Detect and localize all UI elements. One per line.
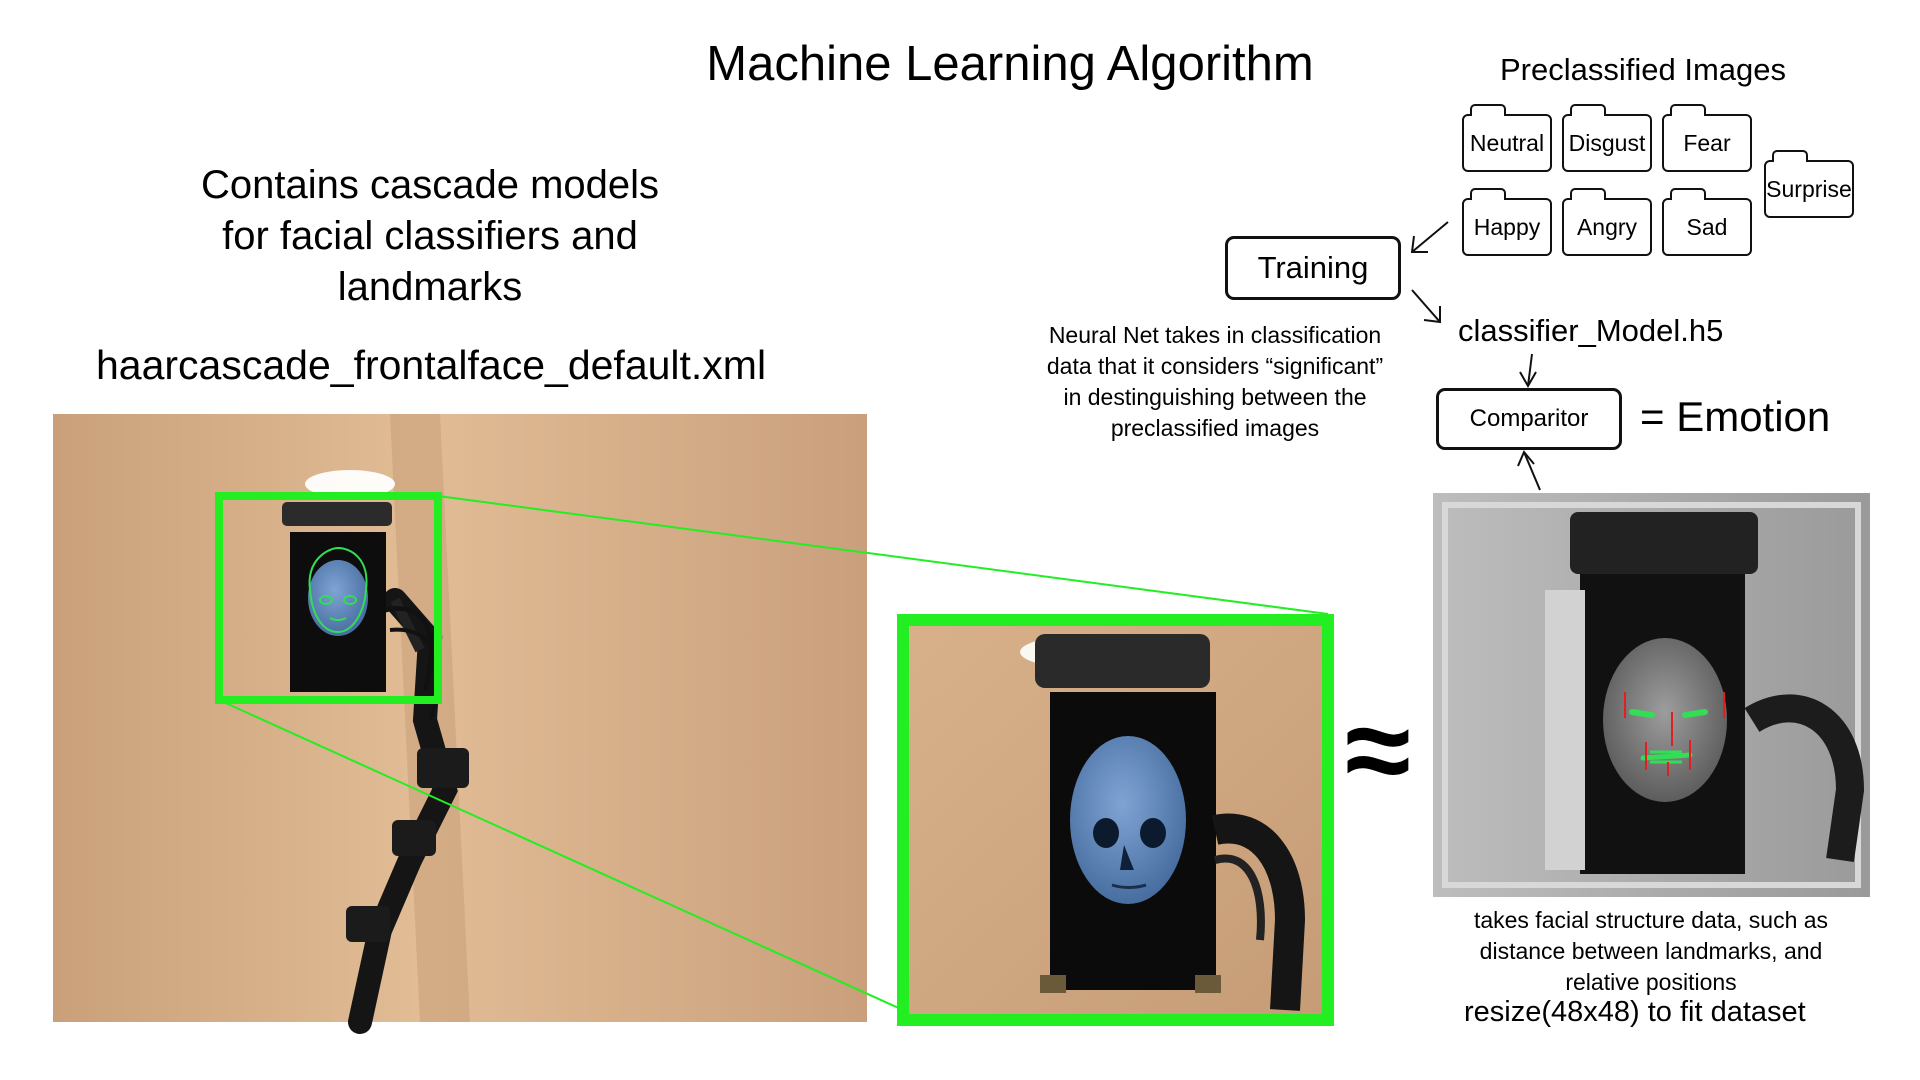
page-title: Machine Learning Algorithm <box>706 37 1314 91</box>
model-filename: classifier_Model.h5 <box>1458 313 1724 348</box>
emotion-output: = Emotion <box>1640 393 1831 440</box>
folder-icon <box>1570 188 1606 200</box>
folder-icon <box>1570 104 1606 116</box>
preclassified-title: Preclassified Images <box>1500 52 1787 87</box>
resize-caption: resize(48x48) to fit dataset <box>1464 996 1806 1028</box>
neural-net-description: Neural Net takes in classification data … <box>1046 322 1384 441</box>
comparitor-box: Comparitor <box>1436 388 1622 450</box>
folder-surprise: Surprise <box>1764 150 1854 218</box>
zoomed-face-photo <box>897 614 1334 1026</box>
folder-sad: Sad <box>1662 188 1752 256</box>
folder-icon <box>1470 188 1506 200</box>
folder-disgust: Disgust <box>1562 104 1652 172</box>
folder-icon <box>1670 188 1706 200</box>
zoom-line-bottom <box>218 699 904 1011</box>
folder-icon <box>1470 104 1506 116</box>
approx-symbol: ≈ <box>1345 683 1411 817</box>
folder-happy: Happy <box>1462 188 1552 256</box>
training-box: Training <box>1225 236 1401 300</box>
facial-structure-description: takes facial structure data, such as dis… <box>1473 907 1829 995</box>
cascade-models-heading: Contains cascade models for facial class… <box>200 163 660 309</box>
folder-icon <box>1670 104 1706 116</box>
folder-neutral: Neutral <box>1462 104 1552 172</box>
robot-photo <box>53 414 867 1034</box>
zoom-line-top <box>437 495 1329 615</box>
folder-fear: Fear <box>1662 104 1752 172</box>
folder-angry: Angry <box>1562 188 1652 256</box>
folder-icon <box>1772 150 1808 162</box>
flow-arrows <box>1410 221 1541 491</box>
grayscale-face-image <box>1433 493 1870 897</box>
cascade-xml-filename: haarcascade_frontalface_default.xml <box>96 342 767 388</box>
